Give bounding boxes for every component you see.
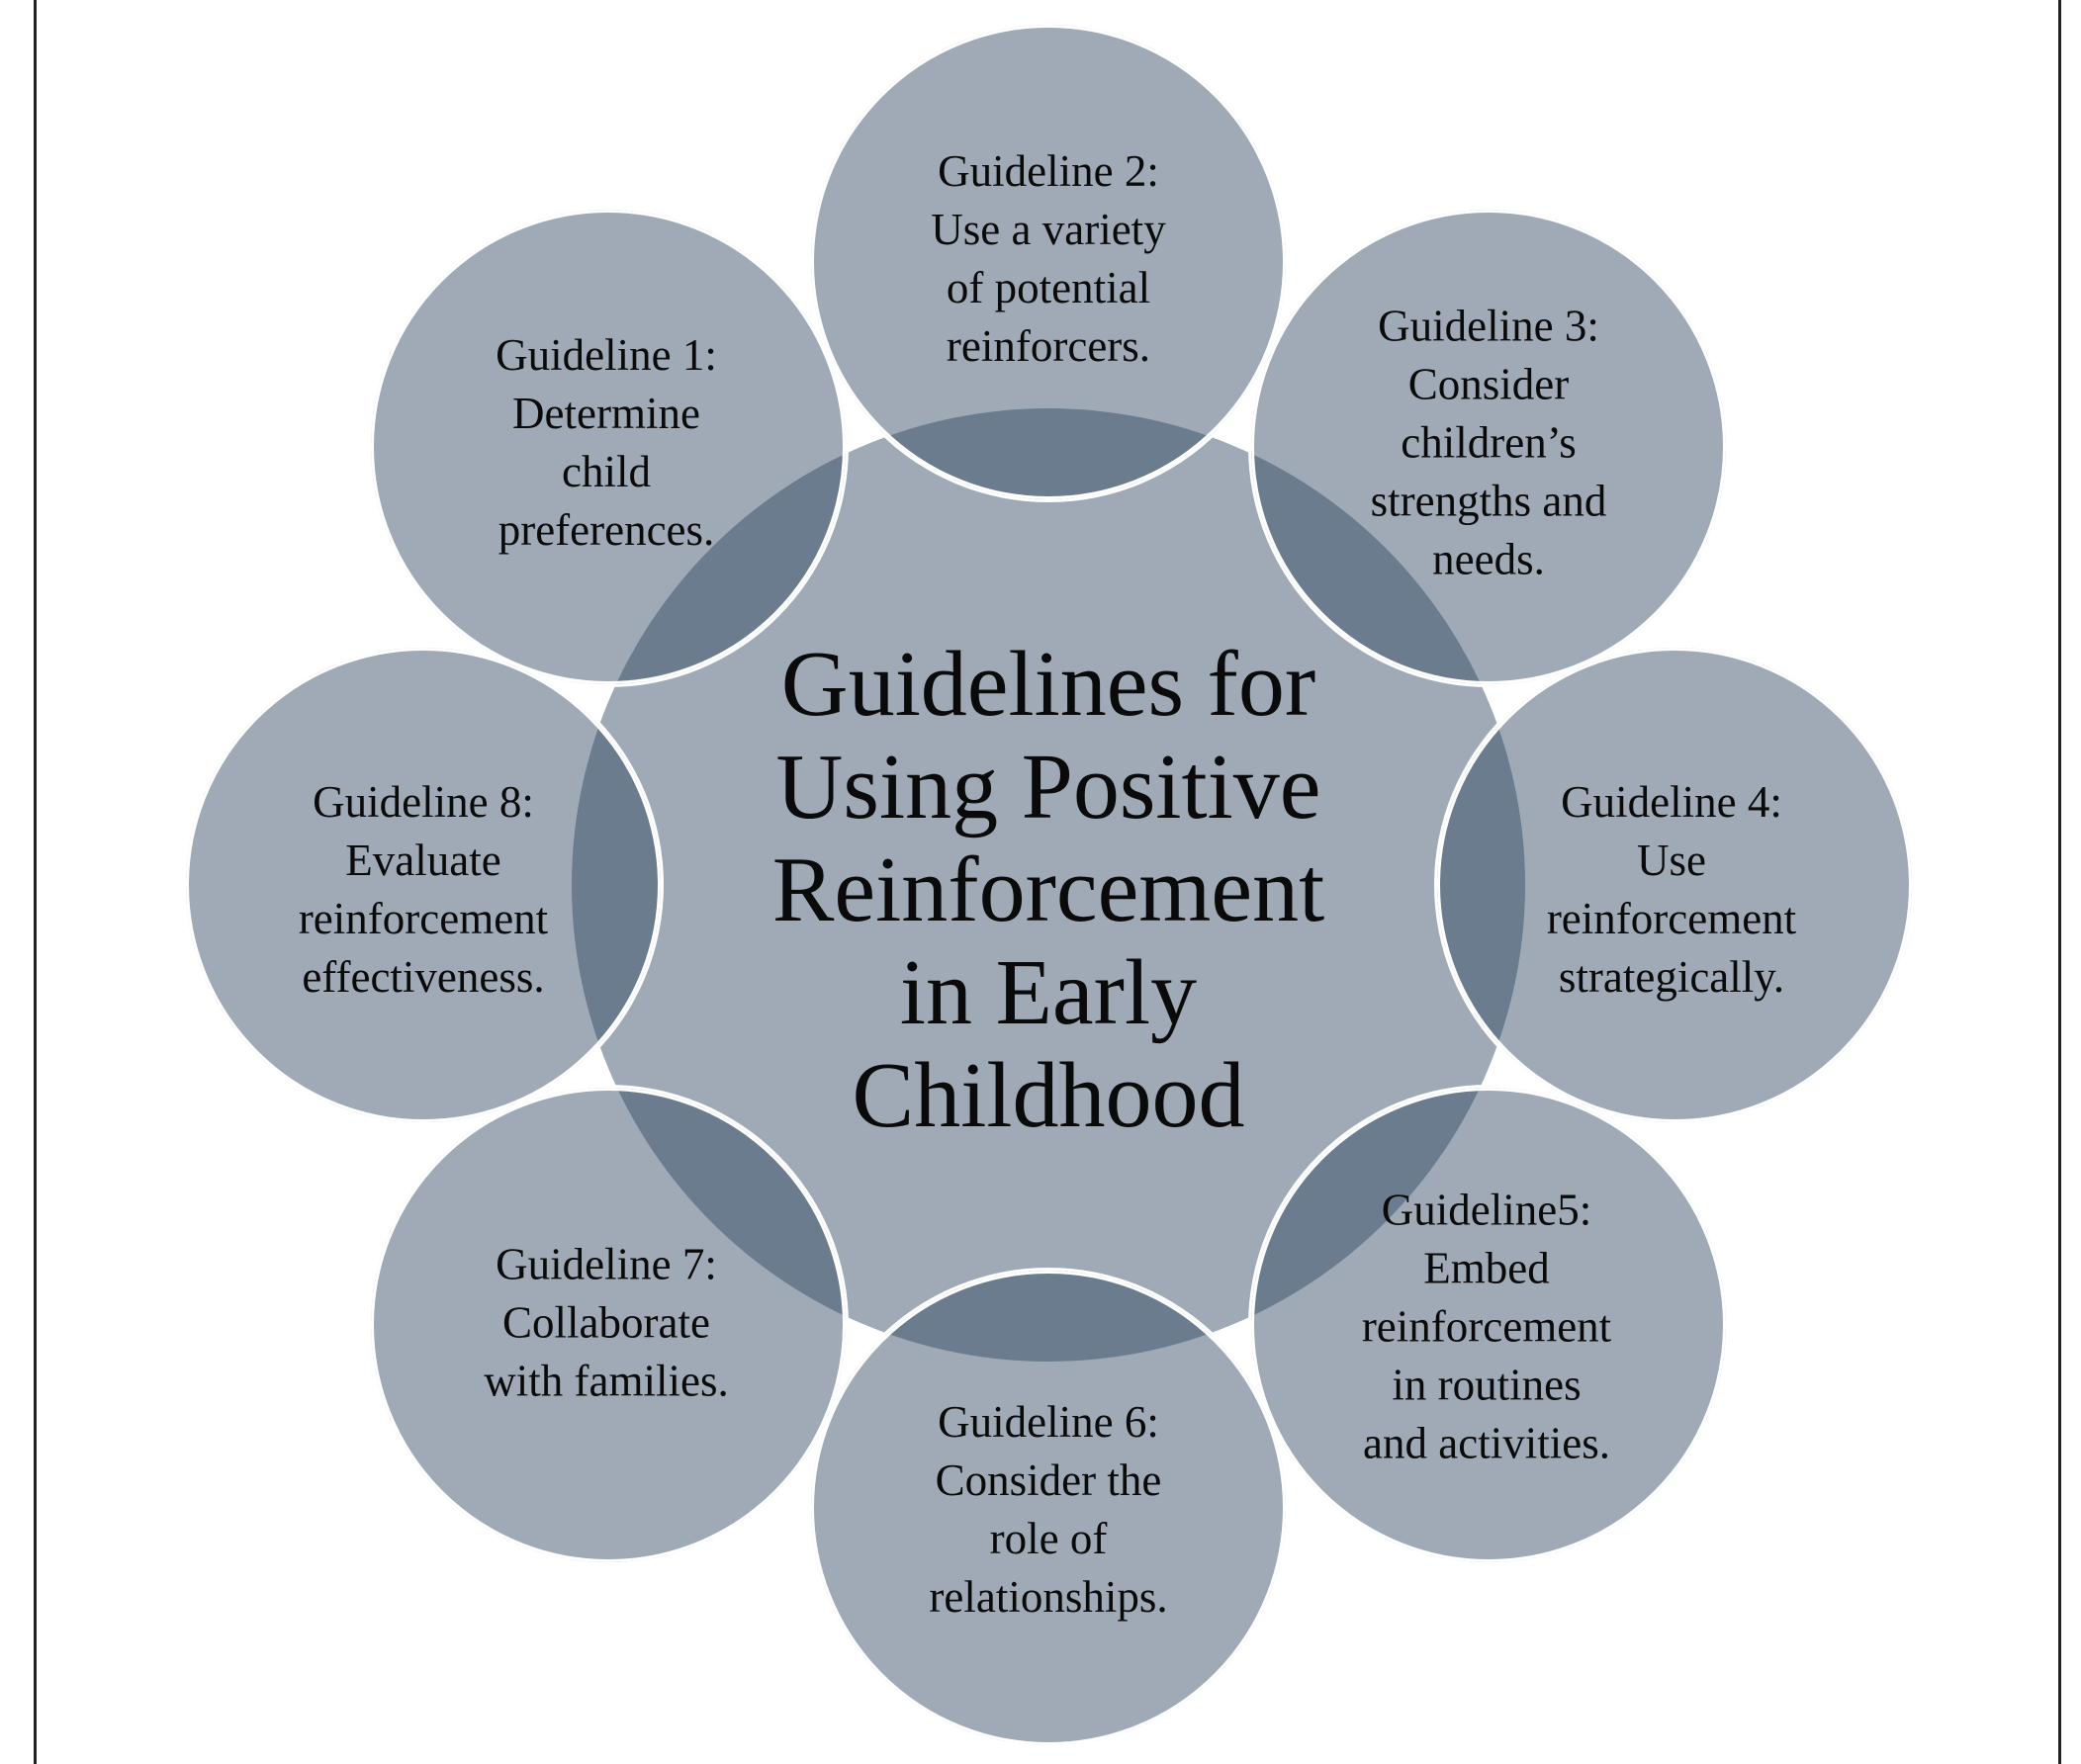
guideline-7-circle [371, 1088, 846, 1562]
guideline-line: in routines [1392, 1360, 1582, 1410]
guideline-line: Use a variety [931, 205, 1166, 254]
guideline-8-label: Guideline 8: Evaluate reinforcement effe… [299, 773, 548, 1007]
guideline-line: effectiveness. [302, 952, 545, 1002]
guideline-5-circle [1251, 1088, 1726, 1562]
guideline-line: Guideline 6: [938, 1397, 1159, 1447]
guideline-line: Guideline 7: [496, 1239, 717, 1289]
guideline-7-label: Guideline 7: Collaborate with families. [484, 1236, 728, 1411]
guideline-line: Guideline 2: [938, 146, 1159, 196]
guideline-4-label: Guideline 4: Use reinforcement strategic… [1547, 773, 1796, 1007]
guideline-line: children’s [1401, 417, 1577, 468]
guideline-line: needs. [1432, 534, 1545, 584]
title-line: in Early [899, 941, 1198, 1044]
guideline-4-circle [1437, 648, 1912, 1122]
central-circle [572, 408, 1525, 1362]
frame-left-border [34, 0, 37, 1764]
guideline-line: strengths and [1370, 476, 1607, 526]
guideline-line: Collaborate [502, 1297, 710, 1348]
guideline-2-label: Guideline 2: Use a variety of potential … [931, 142, 1165, 376]
guideline-line: Embed [1423, 1243, 1550, 1293]
guideline-8-circle [186, 648, 661, 1122]
guideline-1-label: Guideline 1: Determine child preferences… [496, 326, 717, 560]
guideline-line: Guideline 4: [1561, 777, 1782, 827]
guideline-6-circle [811, 1271, 1286, 1745]
title-line: Reinforcement [771, 838, 1325, 941]
guideline-3-label: Guideline 3: Consider children’s strengt… [1371, 298, 1607, 589]
guideline-6-label: Guideline 6: Consider the role of relati… [929, 1393, 1167, 1627]
guideline-line: role of [989, 1514, 1108, 1563]
guideline-line: Guideline 1: [496, 330, 717, 380]
guideline-line: Determine [512, 389, 700, 438]
guideline-line: preferences. [498, 505, 715, 555]
guideline-line: reinforcement [1361, 1301, 1612, 1352]
guideline-line: child [562, 447, 651, 496]
guideline-line: Guideline 3: [1378, 301, 1599, 351]
guideline-line: Evaluate [345, 836, 501, 885]
guideline-line: of potential [946, 263, 1151, 312]
guideline-line: strategically. [1558, 952, 1785, 1002]
guideline-line: Guideline5: [1381, 1185, 1592, 1235]
guideline-5-label: Guideline5: Embed reinforcement in routi… [1362, 1182, 1611, 1473]
guideline-line: Guideline 8: [313, 777, 534, 827]
guideline-1-circle [371, 210, 846, 684]
guideline-2-circle [811, 25, 1286, 499]
guideline-line: reinforcement [298, 894, 549, 943]
central-title: Guidelines for Using Positive Reinforcem… [772, 633, 1325, 1147]
guideline-line: and activities. [1363, 1418, 1610, 1468]
guideline-3-circle [1251, 210, 1726, 684]
title-line: Using Positive [775, 736, 1321, 838]
guideline-line: relationships. [929, 1572, 1168, 1622]
guideline-line: Consider the [935, 1455, 1162, 1505]
guideline-line: Consider [1407, 359, 1570, 409]
guideline-line: reinforcers. [946, 321, 1151, 371]
guideline-line: Use [1637, 836, 1706, 885]
title-line: Childhood [852, 1044, 1245, 1147]
frame-right-border [2058, 0, 2061, 1764]
title-line: Guidelines for [780, 633, 1316, 736]
guideline-line: with families. [484, 1356, 729, 1406]
guideline-line: reinforcement [1546, 894, 1797, 943]
